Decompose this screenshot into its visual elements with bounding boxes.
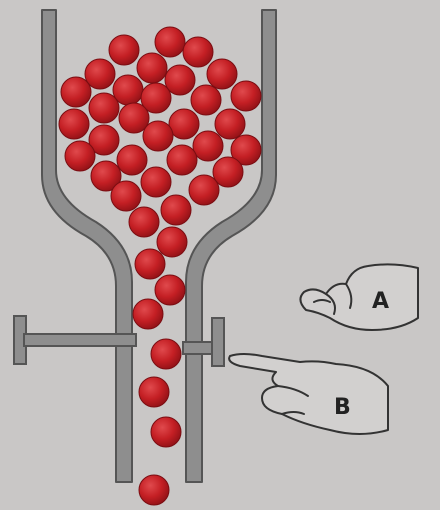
ball [65,141,95,171]
ball [111,181,141,211]
ball [183,37,213,67]
ball [215,109,245,139]
ball [59,109,89,139]
ball [155,27,185,57]
ball [189,175,219,205]
hand-b-label: B [334,395,351,420]
ball [151,417,181,447]
ball [133,299,163,329]
ball [89,93,119,123]
hand-a-label: A [372,289,389,314]
ball [135,249,165,279]
ball [61,77,91,107]
ball [167,145,197,175]
ball [207,59,237,89]
ball [143,121,173,151]
ball [157,227,187,257]
gate-b-handle [212,318,224,366]
ball [193,131,223,161]
ball [169,109,199,139]
gate-a-pin [24,334,136,346]
ball [151,339,181,369]
ball [231,81,261,111]
ball [109,35,139,65]
ball [137,53,167,83]
ball [155,275,185,305]
ball [139,377,169,407]
ball [139,475,169,505]
ball [129,207,159,237]
ball [191,85,221,115]
ball [141,167,171,197]
ball [161,195,191,225]
ball [117,145,147,175]
